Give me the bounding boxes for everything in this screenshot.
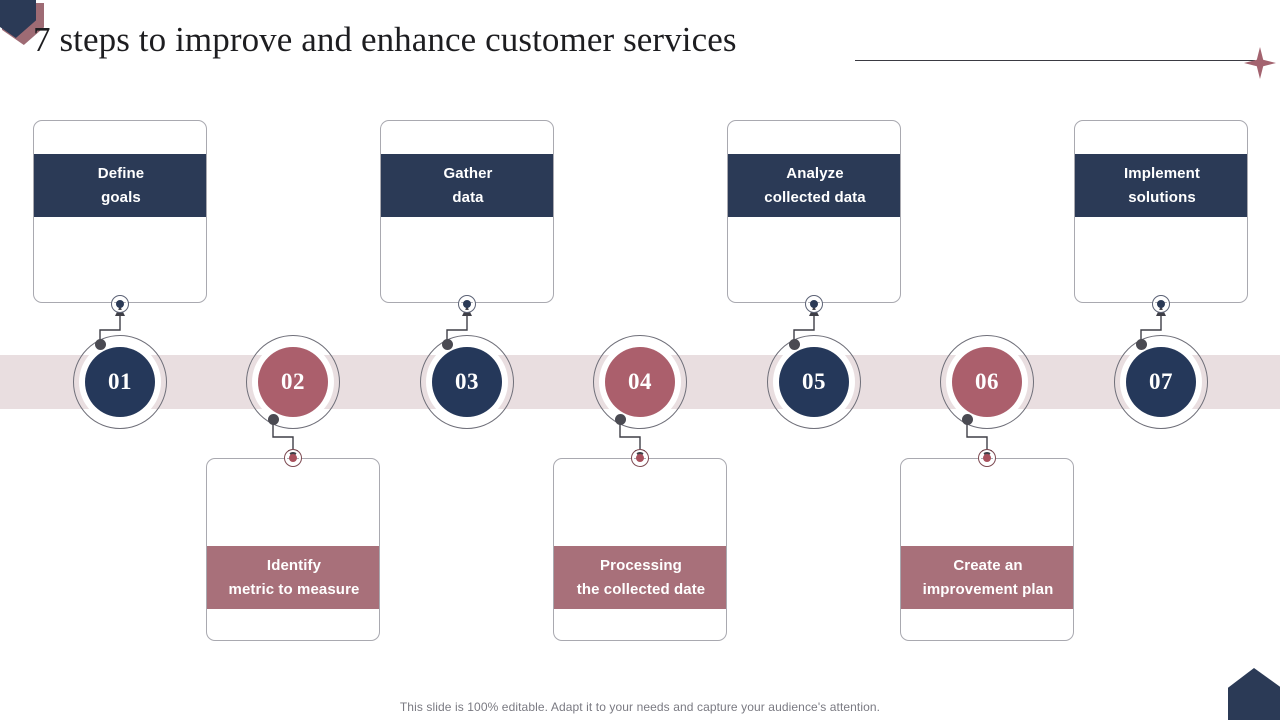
step-card-line2-05: collected data — [764, 188, 866, 206]
step-card-label-06: Create an improvement plan — [923, 554, 1054, 601]
card-connector-dot-04 — [631, 449, 649, 467]
step-card-07[interactable]: Implement solutions — [1074, 120, 1248, 303]
footer-note: This slide is 100% editable. Adapt it to… — [399, 700, 881, 714]
step-circle-03[interactable]: 03 — [420, 335, 514, 429]
step-card-line1-02: Identify — [266, 557, 322, 575]
step-circle-05[interactable]: 05 — [767, 335, 861, 429]
step-card-line2-04: the collected date — [576, 580, 706, 598]
step-number-02: 02 — [258, 347, 328, 417]
step-circle-02[interactable]: 02 — [246, 335, 340, 429]
step-nub-04 — [615, 414, 626, 425]
page-title: 7 steps to improve and enhance customer … — [33, 20, 737, 59]
step-card-label-07: Implement solutions — [1124, 162, 1200, 209]
step-card-band-06: Create an improvement plan — [901, 546, 1073, 609]
step-number-06: 06 — [952, 347, 1022, 417]
step-card-line1-06: Create an — [953, 557, 1023, 575]
step-nub-06 — [962, 414, 973, 425]
step-circle-06[interactable]: 06 — [940, 335, 1034, 429]
step-nub-01 — [95, 339, 106, 350]
step-card-04[interactable]: Processing the collected date — [553, 458, 727, 641]
step-card-label-04: Processing the collected date — [577, 554, 706, 601]
card-connector-dot-05 — [805, 295, 823, 313]
card-connector-dot-02 — [284, 449, 302, 467]
step-nub-03 — [442, 339, 453, 350]
step-nub-05 — [789, 339, 800, 350]
step-card-line1-01: Define — [97, 165, 145, 183]
step-card-label-02: Identify metric to measure — [229, 554, 360, 601]
step-card-05[interactable]: Analyze collected data — [727, 120, 901, 303]
step-card-label-01: Define goals — [98, 162, 144, 209]
step-card-03[interactable]: Gather data — [380, 120, 554, 303]
step-number-07: 07 — [1126, 347, 1196, 417]
step-circle-04[interactable]: 04 — [593, 335, 687, 429]
step-card-label-05: Analyze collected data — [764, 162, 865, 209]
step-card-band-07: Implement solutions — [1075, 154, 1247, 217]
sparkle-icon — [1244, 47, 1276, 79]
step-card-line2-01: goals — [101, 188, 141, 206]
step-card-line2-07: solutions — [1128, 188, 1196, 206]
card-connector-dot-01 — [111, 295, 129, 313]
slide-header: 7 steps to improve and enhance customer … — [0, 20, 1280, 79]
step-card-line1-04: Processing — [600, 557, 682, 575]
step-card-band-02: Identify metric to measure — [207, 546, 379, 609]
step-card-line1-03: Gather — [443, 165, 493, 183]
step-card-01[interactable]: Define goals — [33, 120, 207, 303]
step-card-02[interactable]: Identify metric to measure — [206, 458, 380, 641]
step-nub-07 — [1136, 339, 1147, 350]
step-card-line2-06: improvement plan — [922, 580, 1054, 598]
step-number-04: 04 — [605, 347, 675, 417]
step-card-line2-02: metric to measure — [228, 580, 360, 598]
step-card-line1-05: Analyze — [786, 165, 844, 183]
step-number-05: 05 — [779, 347, 849, 417]
step-circle-01[interactable]: 01 — [73, 335, 167, 429]
card-connector-dot-03 — [458, 295, 476, 313]
step-number-01: 01 — [85, 347, 155, 417]
step-card-band-05: Analyze collected data — [728, 154, 900, 217]
step-card-label-03: Gather data — [444, 162, 493, 209]
step-nub-02 — [268, 414, 279, 425]
step-circle-07[interactable]: 07 — [1114, 335, 1208, 429]
card-connector-dot-07 — [1152, 295, 1170, 313]
card-connector-dot-06 — [978, 449, 996, 467]
step-card-band-04: Processing the collected date — [554, 546, 726, 609]
step-card-band-03: Gather data — [381, 154, 553, 217]
step-card-band-01: Define goals — [34, 154, 206, 217]
step-card-line2-03: data — [452, 188, 484, 206]
step-card-line1-07: Implement — [1124, 165, 1200, 183]
title-underline-rule — [855, 60, 1255, 61]
step-card-06[interactable]: Create an improvement plan — [900, 458, 1074, 641]
step-number-03: 03 — [432, 347, 502, 417]
